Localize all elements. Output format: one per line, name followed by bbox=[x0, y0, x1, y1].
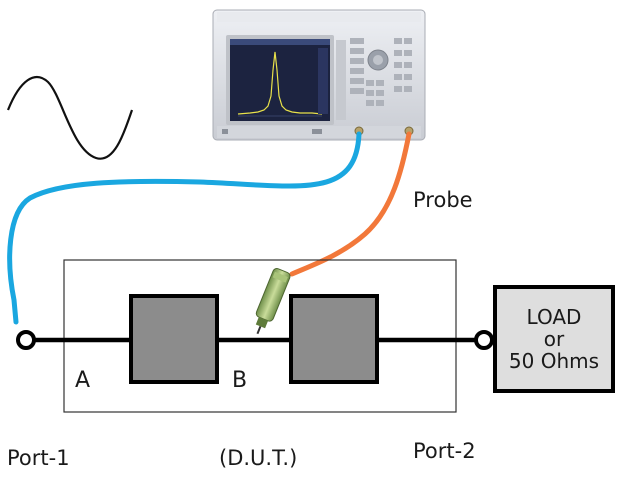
probe-icon bbox=[255, 268, 291, 335]
component-block-1 bbox=[129, 294, 219, 384]
analyzer-screen bbox=[230, 39, 330, 121]
label-dut: (D.U.T.) bbox=[219, 446, 298, 470]
dut-enclosure bbox=[63, 259, 457, 413]
label-port2: Port-2 bbox=[413, 439, 476, 463]
label-a: A bbox=[75, 368, 91, 393]
load-label-line1: LOAD bbox=[526, 305, 582, 329]
sine-wave-icon bbox=[6, 76, 134, 160]
probe-cable bbox=[289, 131, 412, 277]
load-box: LOAD or 50 Ohms bbox=[493, 285, 615, 393]
port2-connector bbox=[474, 330, 494, 350]
load-label-line2: or bbox=[543, 327, 565, 351]
label-b: B bbox=[232, 368, 248, 393]
label-port1: Port-1 bbox=[7, 446, 70, 470]
load-label-line3: 50 Ohms bbox=[508, 349, 600, 373]
label-probe: Probe bbox=[413, 188, 473, 212]
analyzer-keypad bbox=[350, 38, 412, 106]
network-analyzer bbox=[212, 9, 426, 141]
port1-connector bbox=[16, 330, 36, 350]
component-block-2 bbox=[289, 294, 379, 384]
port1-cable bbox=[7, 131, 362, 325]
